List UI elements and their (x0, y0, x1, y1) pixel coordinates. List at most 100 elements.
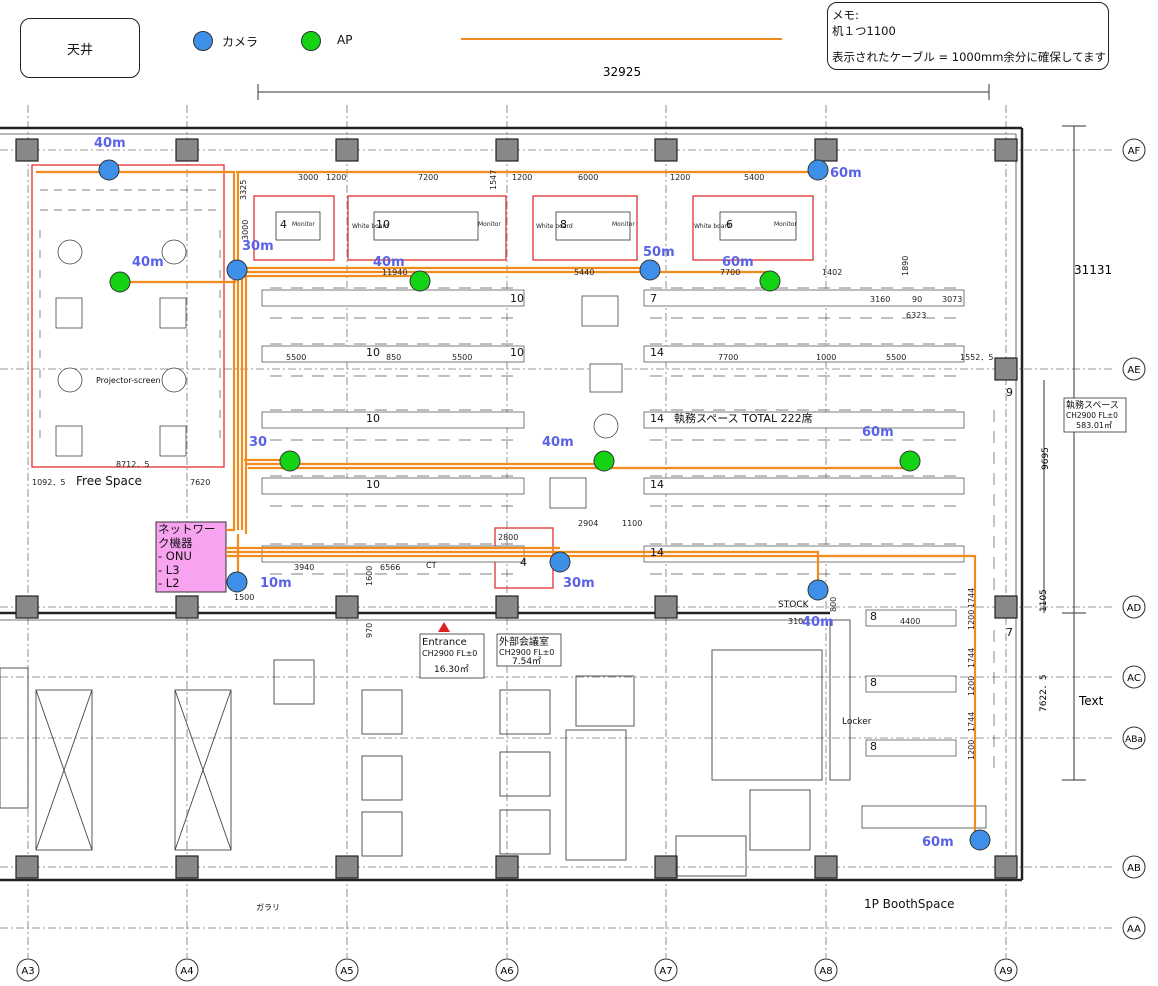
camera-8 (969, 829, 991, 851)
distance-label-13: 40m (802, 615, 834, 630)
monitor-label-3: Monitor (612, 221, 635, 228)
seat-count-10-f: 10 (366, 478, 380, 491)
camera-legend-marker (193, 31, 213, 51)
camera-6 (549, 551, 571, 573)
stock-label: STOCK (778, 600, 810, 610)
grid-row-ac: AC (1127, 673, 1141, 684)
memo-line-1: メモ: (832, 8, 859, 22)
grid-bubble-a9 (994, 958, 1018, 982)
top-width-dimension: 32925 (603, 65, 641, 79)
right-height-dimension: 31131 (1074, 263, 1112, 277)
grid-bubble-a4 (175, 958, 199, 982)
dim-5400: 5400 (744, 173, 764, 182)
dim-2904: 2904 (578, 519, 598, 528)
dim-1200-d: 1200 (967, 610, 976, 630)
dim-3000: 3000 (298, 173, 318, 182)
dim-3940: 3940 (294, 563, 314, 572)
network-title-2: ク機器 (158, 535, 193, 550)
dim-1200-b: 1200 (512, 173, 532, 182)
work-total-label: 執務スペース TOTAL 222席 (674, 411, 813, 425)
network-equipment-label: ネットワー ク機器 - ONU - L3 - L2 (158, 522, 226, 591)
grid-row-aba: ABa (1125, 735, 1143, 745)
seat-count-4-b: 4 (520, 556, 527, 569)
dim-2800: 2800 (498, 533, 518, 542)
ap-5 (593, 450, 615, 472)
building-walls (0, 126, 1024, 882)
seat-count-14-a: 14 (650, 346, 664, 359)
distance-label-5: 40m (373, 255, 405, 270)
dim-5500-b: 5500 (452, 353, 472, 362)
desk-islands (261, 289, 965, 757)
meeting-area-label: 7.54㎡ (512, 656, 541, 667)
distance-label-11: 10m (260, 576, 292, 591)
grid-row-ae: AE (1127, 365, 1140, 376)
ap-3 (759, 270, 781, 292)
dim-1105: 1105 (1039, 589, 1049, 612)
grid-bubble-a7 (654, 958, 678, 982)
right-dimensions (1043, 125, 1086, 781)
camera-2 (807, 159, 829, 181)
dim-5440: 5440 (574, 268, 594, 277)
dim-7200: 7200 (418, 173, 438, 182)
seat-count-14-c: 14 (650, 478, 664, 491)
entrance-marker (438, 622, 450, 632)
work-space-label: 執務スペース (1066, 399, 1119, 411)
grid-row-af: AF (1128, 146, 1141, 157)
dim-1744-c: 1744 (967, 712, 976, 732)
booth-label: 1P BoothSpace (864, 897, 954, 911)
camera-legend-label: カメラ (222, 35, 259, 49)
garari-label: ガラリ (256, 902, 280, 912)
dim-1402: 1402 (822, 268, 842, 277)
memo-box: メモ: 机１つ1100 表示されたケーブル = 1000mm余分に確保してます (827, 2, 1109, 70)
distance-label-1: 40m (94, 136, 126, 151)
dim-1200-e: 1200 (967, 676, 976, 696)
locker-label: Locker (842, 717, 872, 727)
cameras (98, 159, 991, 851)
dim-3000-b: 3000 (241, 220, 250, 240)
camera-4 (639, 259, 661, 281)
chairs (39, 189, 995, 770)
seat-count-10-a: 10 (376, 218, 390, 231)
grid-col-a6: A6 (500, 966, 513, 977)
camera-1 (98, 159, 120, 181)
dim-1200-a: 1200 (326, 173, 346, 182)
seat-count-8-c: 8 (870, 676, 877, 689)
seat-count-8-b: 8 (870, 610, 877, 623)
distance-label-2: 60m (830, 166, 862, 181)
monitor-label-2: Monitor (478, 221, 501, 228)
distance-label-12: 30m (563, 576, 595, 591)
room-outlines (31, 164, 814, 589)
distance-label-6: 50m (643, 245, 675, 260)
grid-bubble-a6 (495, 958, 519, 982)
ap-legend-label: AP (337, 33, 353, 47)
dim-1200-c: 1200 (670, 173, 690, 182)
right-text-label: Text (1078, 694, 1104, 708)
ct-label: CT (426, 561, 437, 570)
dim-1744-b: 1744 (967, 648, 976, 668)
dim-1547: 1547 (489, 170, 498, 190)
grid-bubble-a5 (335, 958, 359, 982)
dim-1200-f: 1200 (967, 740, 976, 760)
meeting-room-label: 外部会議室 (499, 635, 549, 648)
ap-1 (109, 271, 131, 293)
network-item-onu: - ONU (158, 549, 192, 563)
grid-col-a5: A5 (340, 966, 353, 977)
work-space-area-label: 583.01㎡ (1076, 421, 1112, 430)
meeting-tables (275, 211, 797, 241)
dim-800: 800 (829, 597, 838, 612)
grid-col-a4: A4 (180, 966, 193, 977)
seat-count-8-d: 8 (870, 740, 877, 753)
projector-label: Projector-screen (96, 376, 161, 385)
entrance-label: Entrance (422, 637, 467, 648)
seat-count-8-a: 8 (560, 218, 567, 231)
seat-count-4: 4 (280, 218, 287, 231)
ap-legend-marker (301, 31, 321, 51)
ap-2 (409, 270, 431, 292)
grid-row-ad: AD (1127, 603, 1142, 614)
lounge-tables (55, 239, 987, 829)
cable-legend-line (461, 38, 782, 40)
meeting-ch-label: CH2900 FL±0 (499, 648, 554, 657)
dim-1552: 1552．5 (960, 353, 993, 362)
dim-9695: 9695 (1041, 447, 1051, 470)
